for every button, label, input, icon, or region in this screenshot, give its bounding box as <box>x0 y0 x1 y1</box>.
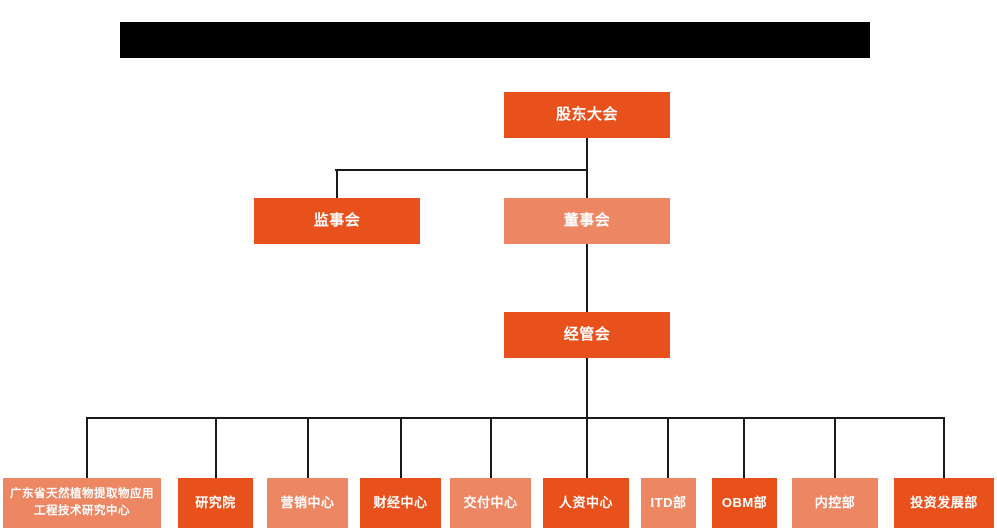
connector-board-drop <box>586 169 588 199</box>
node-management-committee[interactable]: 经管会 <box>504 312 670 358</box>
node-dept-research-institute[interactable]: 研究院 <box>178 478 253 528</box>
connector-dept-10-drop <box>943 417 945 478</box>
connector-level2-bus <box>335 169 588 171</box>
node-dept-investment-development[interactable]: 投资发展部 <box>894 478 994 528</box>
node-dept-research-center-natural-plant-extracts[interactable]: 广东省天然植物提取物应用工程技术研究中心 <box>3 478 161 528</box>
connector-dept-3-drop <box>307 417 309 478</box>
connector-shareholders-stem <box>586 138 588 170</box>
connector-board-to-management <box>586 244 588 313</box>
node-dept-obm[interactable]: OBM部 <box>712 478 777 528</box>
connector-dept-6-drop <box>586 417 588 478</box>
connector-dept-2-drop <box>215 417 217 478</box>
connector-dept-7-drop <box>667 417 669 478</box>
connector-dept-9-drop <box>834 417 836 478</box>
connector-dept-8-drop <box>743 417 745 478</box>
node-board-of-supervisors[interactable]: 监事会 <box>254 198 420 244</box>
node-dept-itd[interactable]: ITD部 <box>641 478 696 528</box>
node-dept-finance-center[interactable]: 财经中心 <box>360 478 441 528</box>
connector-dept-4-drop <box>400 417 402 478</box>
connector-supervisors-drop <box>336 169 338 199</box>
node-dept-human-resources-center[interactable]: 人资中心 <box>543 478 629 528</box>
connector-dept-1-drop <box>86 417 88 478</box>
node-dept-internal-control[interactable]: 内控部 <box>792 478 878 528</box>
node-dept-marketing-center[interactable]: 营销中心 <box>267 478 348 528</box>
connector-departments-bus <box>86 417 945 419</box>
redacted-title-bar <box>120 22 870 58</box>
node-board-of-directors[interactable]: 董事会 <box>504 198 670 244</box>
node-dept-delivery-center[interactable]: 交付中心 <box>450 478 531 528</box>
connector-management-stem <box>586 358 588 418</box>
connector-dept-5-drop <box>490 417 492 478</box>
node-shareholders-meeting[interactable]: 股东大会 <box>504 92 670 138</box>
